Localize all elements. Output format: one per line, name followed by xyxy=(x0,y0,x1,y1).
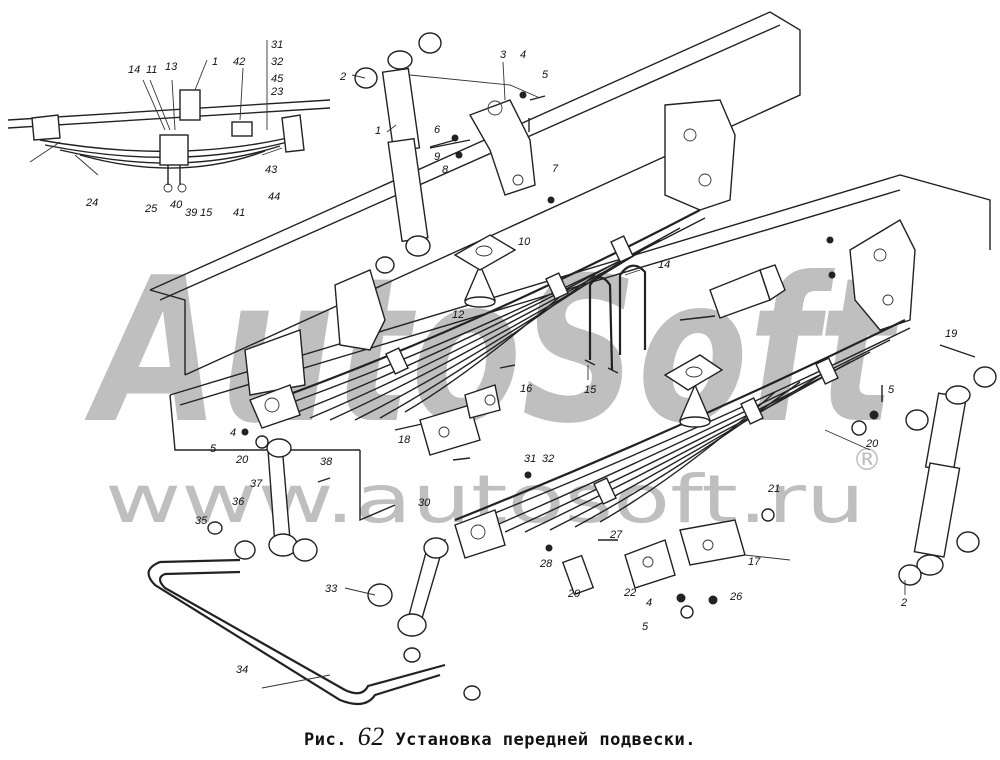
inset-label: 43 xyxy=(265,164,278,176)
inset-label: 15 xyxy=(200,207,213,219)
part-label: 28 xyxy=(539,558,553,570)
part-label: 5 xyxy=(210,443,217,455)
inset-label: 14 xyxy=(128,64,140,76)
frame-rails xyxy=(149,11,991,522)
inset-label: 23 xyxy=(270,86,284,98)
part-label: 15 xyxy=(584,384,597,396)
part-label: 30 xyxy=(418,497,431,509)
part-label: 19 xyxy=(945,328,957,340)
inset-label: 44 xyxy=(268,191,280,203)
figure-caption: Рис. 62 Установка передней подвески. xyxy=(0,722,1000,752)
stabilizer-links xyxy=(207,438,449,637)
leaf-spring-right xyxy=(454,319,911,559)
part-label: 1 xyxy=(375,125,381,137)
inset-label: 11 xyxy=(146,64,157,76)
shock-absorber-left xyxy=(354,32,442,274)
part-label: 8 xyxy=(442,164,449,176)
part-label: 4 xyxy=(646,597,652,609)
part-label: 29 xyxy=(567,588,580,600)
part-label: 33 xyxy=(325,583,338,595)
part-label: 27 xyxy=(609,529,623,541)
inset-label: 24 xyxy=(85,197,98,209)
inset-label: 32 xyxy=(271,56,283,68)
bump-stops xyxy=(453,234,724,428)
inset-labels: 14 11 13 1 42 31 32 45 23 43 44 24 25 40… xyxy=(85,39,284,219)
part-label: 35 xyxy=(195,515,208,527)
part-label: 2 xyxy=(900,597,907,609)
part-label: 37 xyxy=(250,478,263,490)
inset-label: 13 xyxy=(165,61,178,73)
frame-brackets xyxy=(244,99,916,396)
part-label: 2 xyxy=(339,71,346,83)
part-label: 21 xyxy=(767,483,780,495)
part-label: 22 xyxy=(623,587,636,599)
part-label: 16 xyxy=(520,383,533,395)
inset-label: 1 xyxy=(212,56,218,68)
inset-label: 40 xyxy=(170,199,183,211)
inset-label: 39 xyxy=(185,207,197,219)
shackles xyxy=(419,264,786,596)
part-label: 26 xyxy=(729,591,743,603)
part-label: 14 xyxy=(658,259,670,271)
u-bolts xyxy=(584,264,647,374)
part-label: 3 xyxy=(500,49,507,61)
part-label: 36 xyxy=(232,496,245,508)
leader-lines xyxy=(29,40,906,689)
caption-prefix: Рис. xyxy=(303,730,347,750)
part-label: 10 xyxy=(518,236,531,248)
part-labels: 1 2 2 3 4 4 4 5 5 5 5 6 7 8 9 10 12 14 1… xyxy=(195,49,957,676)
part-label: 4 xyxy=(520,49,526,61)
inset-label: 31 xyxy=(271,39,283,51)
part-label: 38 xyxy=(320,456,333,468)
part-label: 5 xyxy=(642,621,649,633)
part-label: 6 xyxy=(434,124,441,136)
inset-side-view xyxy=(7,89,331,193)
part-label: 34 xyxy=(236,664,248,676)
upper-bracket xyxy=(429,95,546,196)
caption-title: Установка передней подвески. xyxy=(395,730,697,750)
inset-label: 45 xyxy=(271,73,284,85)
inset-label: 25 xyxy=(144,203,158,215)
part-label: 9 xyxy=(434,151,440,163)
part-label: 17 xyxy=(748,556,761,568)
part-label: 12 xyxy=(452,309,464,321)
anti-roll-bar xyxy=(147,558,481,706)
fasteners xyxy=(241,91,976,619)
part-label: 5 xyxy=(542,69,549,81)
leaf-spring-left xyxy=(249,209,706,429)
part-label: 4 xyxy=(230,427,236,439)
part-label: 20 xyxy=(865,438,879,450)
part-label: 31 xyxy=(524,453,536,465)
part-label: 20 xyxy=(235,454,249,466)
part-label: 32 xyxy=(542,453,554,465)
part-label: 5 xyxy=(888,384,895,396)
caption-figure-number: 62 xyxy=(357,722,385,751)
part-label: 7 xyxy=(552,163,559,175)
part-label: 18 xyxy=(398,434,411,446)
inset-label: 42 xyxy=(233,56,245,68)
shock-absorber-right xyxy=(898,366,997,586)
inset-label: 41 xyxy=(233,207,245,219)
